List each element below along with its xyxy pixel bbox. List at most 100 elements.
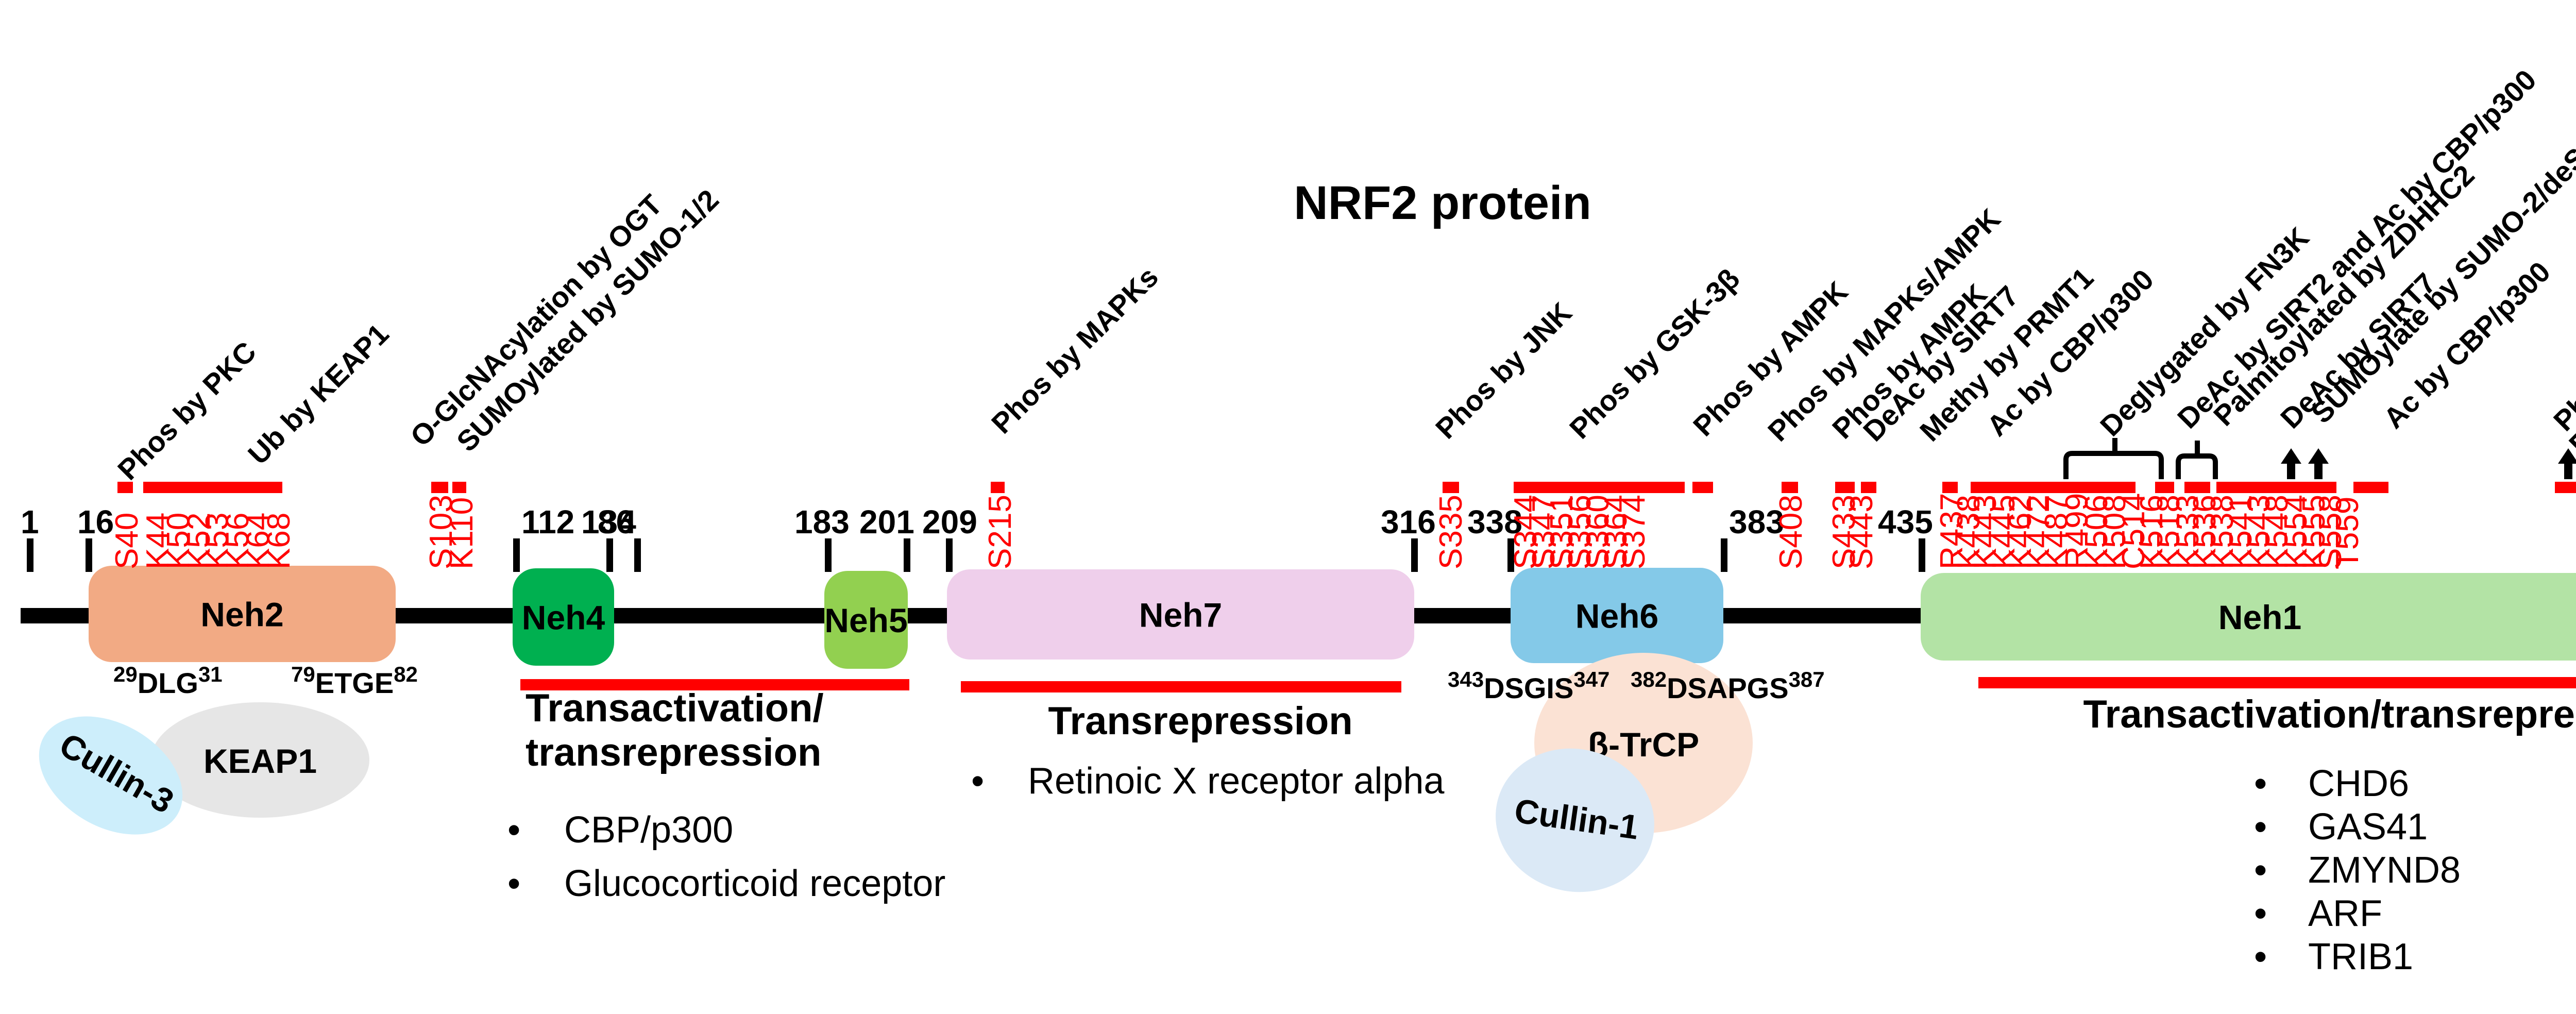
position-tick	[27, 538, 33, 572]
residue-c514: C514	[2116, 493, 2151, 569]
motif-etge: 79ETGE82	[291, 662, 418, 699]
ptm-bar	[1692, 482, 1713, 493]
position-label: 201	[859, 503, 914, 540]
position-tick	[825, 538, 832, 572]
function-regions: Transactivation/transrepression • CBP/p300…	[507, 677, 2576, 977]
domain-label: Neh7	[1139, 596, 1222, 634]
domain-neh4	[513, 568, 614, 666]
motif-dsgis: 343DSGIS347	[1448, 667, 1609, 704]
ptm-bar	[143, 482, 282, 493]
ptm-annotation: O-GlcNAcylation by OGT	[404, 188, 668, 452]
position-label: 134	[581, 503, 636, 540]
ptm-annotation: Phos by MAPKs	[985, 260, 1164, 440]
domain-label: Neh4	[522, 599, 605, 637]
residue-s443: S443	[1844, 495, 1879, 569]
ptm-bar	[1443, 482, 1459, 493]
residue-k554: K554	[2278, 495, 2314, 569]
residue-s408: S408	[1773, 495, 1809, 569]
position-tick	[606, 538, 613, 572]
ptm-annotation: Ub by KEAP1	[242, 317, 395, 471]
residue-k555: K555	[2296, 495, 2332, 569]
interactor-item: Glucocorticoid receptor	[564, 863, 945, 904]
domain-neh1	[1921, 573, 2576, 661]
residue-s103: S103	[423, 495, 459, 569]
residue-s364: S364	[1598, 495, 1634, 569]
position-tick	[1721, 538, 1727, 572]
motif-dsapgs: 382DSAPGS387	[1631, 667, 1825, 704]
position-label: 1	[21, 503, 39, 540]
position-tick	[1411, 538, 1418, 572]
bullet-icon: •	[971, 760, 984, 802]
ptm-bar	[2184, 482, 2210, 493]
function-label: Transrepression	[1048, 699, 1352, 743]
residue-s347: S347	[1526, 495, 1562, 569]
function-label: Transactivation/transrepression	[2083, 692, 2576, 736]
residue-s356: S356	[1562, 495, 1598, 569]
residue-s433: S433	[1826, 495, 1862, 569]
residue-k541: K541	[2223, 495, 2259, 569]
ptm-annotation: Phos by JNK	[1429, 296, 1578, 445]
domain-label: Neh1	[2218, 598, 2301, 636]
residue-k487: K487	[2039, 495, 2074, 569]
bullet-icon: •	[2254, 806, 2267, 848]
arrow-up-icon	[2558, 448, 2576, 479]
interactor-item: CBP/p300	[564, 809, 733, 851]
residue-k438: K438	[1951, 495, 1987, 569]
position-label: 86	[598, 503, 634, 540]
ptm-bar	[2353, 482, 2388, 493]
residue-k50: K50	[161, 513, 196, 569]
interactor-item: GAS41	[2308, 806, 2428, 848]
interactor-item: ZMYND8	[2308, 850, 2461, 891]
position-label: 16	[77, 503, 114, 540]
position-label: 338	[1467, 503, 1522, 540]
ptm-bar	[1861, 482, 1876, 493]
partner-keap1	[151, 702, 369, 818]
partner-cullin-1	[1496, 748, 1654, 892]
position-label: 316	[1381, 503, 1436, 540]
domain-label: Neh5	[824, 601, 907, 639]
residue-k538: K538	[2205, 495, 2240, 569]
residue-k508: K508	[2097, 495, 2132, 569]
bullet-icon: •	[2254, 850, 2267, 891]
ptm-bar	[991, 482, 1005, 493]
domain-neh6	[1511, 568, 1723, 663]
bullet-icon: •	[507, 863, 520, 904]
diagram-title: NRF2 protein	[1294, 177, 1591, 229]
residue-k56: K56	[220, 513, 256, 569]
position-label: 112	[521, 503, 574, 540]
ptm-bar	[452, 482, 466, 493]
residue-k472: K472	[2021, 495, 2056, 569]
residue-s558: S558	[2313, 495, 2348, 569]
residue-k518: K518	[2151, 495, 2187, 569]
residue-k44: K44	[140, 513, 176, 569]
position-ticks: 11686112134183201209316338383435562605	[21, 503, 1933, 572]
domain-label: Neh2	[200, 596, 283, 634]
position-tick	[86, 538, 92, 572]
bullet-icon: •	[2254, 936, 2267, 977]
domain-neh2	[89, 566, 396, 662]
ptm-bar	[1514, 482, 1685, 493]
residue-s351: S351	[1544, 495, 1580, 569]
position-tick	[1507, 538, 1514, 572]
ptm-annotation: SUMOylated by SUMO-1/2	[450, 183, 725, 458]
position-label: 383	[1729, 503, 1784, 540]
position-tick	[513, 538, 520, 572]
ptm-bar	[1942, 482, 1958, 493]
ptm-bars	[117, 482, 2576, 493]
residue-k68: K68	[261, 513, 297, 569]
residue-k548: K548	[2259, 495, 2295, 569]
residue-s344: S344	[1508, 495, 1544, 569]
residue-k443: K443	[1968, 495, 2003, 569]
residue-k536: K536	[2187, 495, 2223, 569]
domain-label: Neh6	[1575, 597, 1658, 635]
bullet-icon: •	[2254, 763, 2267, 804]
function-region-bar	[520, 679, 909, 690]
ptm-bar	[2216, 482, 2336, 493]
ptm-bar	[431, 482, 448, 493]
position-tick	[946, 538, 953, 572]
bullet-icon: •	[2254, 893, 2267, 934]
residue-s215: S215	[982, 495, 1018, 569]
residue-s360: S360	[1580, 495, 1616, 569]
